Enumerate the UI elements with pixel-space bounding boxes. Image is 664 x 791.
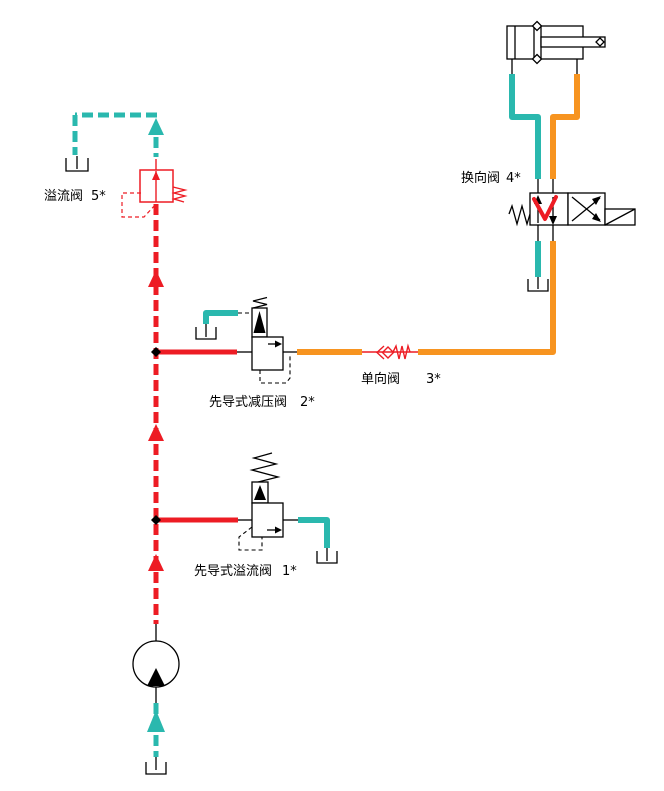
label-number: 1* bbox=[282, 564, 297, 579]
piston-rod bbox=[540, 36, 606, 48]
label-number: 3* bbox=[426, 372, 441, 387]
flow-arrow-icon bbox=[148, 270, 164, 287]
label-text: 先导式减压阀 bbox=[209, 395, 288, 410]
pilot-passage-dashed bbox=[259, 354, 291, 384]
port-marker bbox=[531, 53, 543, 65]
label-reducing-valve-2: 先导式减压阀 2* bbox=[209, 391, 315, 410]
tank-symbol bbox=[316, 548, 338, 564]
relief-valve-1[interactable] bbox=[238, 452, 284, 551]
valve-spring-icon bbox=[392, 343, 411, 360]
junction-dot bbox=[151, 515, 161, 525]
directional-valve-port-stubs bbox=[537, 179, 554, 241]
pilot-passage-dashed bbox=[238, 526, 263, 551]
flow-arrow-icon bbox=[148, 554, 164, 571]
tank-symbol bbox=[195, 324, 217, 340]
check-mark-annotation bbox=[532, 195, 558, 221]
relief-valve5-outlet-line bbox=[72, 112, 164, 157]
junction-dot bbox=[151, 347, 161, 357]
tank-symbol bbox=[527, 277, 549, 292]
label-number: 5* bbox=[91, 189, 106, 204]
flow-arrow-icon bbox=[152, 171, 160, 180]
cylinder-port-stubs bbox=[511, 59, 578, 75]
pump[interactable] bbox=[132, 640, 180, 688]
directional-valve-4[interactable] bbox=[508, 192, 636, 227]
valve-seat-icon bbox=[375, 345, 385, 360]
label-text: 先导式溢流阀 bbox=[194, 564, 273, 579]
label-number: 4* bbox=[506, 171, 521, 186]
label-text: 换向阀 bbox=[461, 171, 501, 186]
rod-end-marker bbox=[595, 37, 605, 47]
pilot-cone-icon bbox=[253, 311, 266, 333]
main-stage bbox=[251, 336, 284, 371]
valve1-return-line bbox=[298, 517, 330, 548]
hydraulic-cylinder[interactable] bbox=[506, 20, 606, 65]
cylinder-piston-side-line bbox=[550, 74, 580, 179]
valve-spring-icon bbox=[171, 186, 188, 203]
flow-arrow-icon bbox=[148, 424, 164, 441]
piston bbox=[533, 25, 542, 60]
pump-flow-arrow-icon bbox=[147, 668, 165, 686]
main-stage bbox=[251, 502, 284, 538]
reducing-valve-2[interactable] bbox=[251, 296, 291, 384]
label-relief-valve-1: 先导式溢流阀 1* bbox=[194, 560, 297, 579]
flow-arrow-icon bbox=[147, 710, 165, 732]
label-check-valve-3: 单向阀 3* bbox=[361, 368, 441, 387]
label-text: 溢流阀 bbox=[44, 189, 84, 204]
port-marker bbox=[531, 20, 543, 32]
pilot-spring-icon bbox=[252, 296, 268, 309]
poppet-icon bbox=[381, 346, 395, 359]
label-number: 2* bbox=[300, 395, 315, 410]
check-valve-3[interactable] bbox=[375, 343, 411, 360]
pilot-spring-icon bbox=[249, 452, 281, 484]
valve-spring-icon bbox=[508, 203, 531, 227]
reduced-pressure-line-right bbox=[418, 241, 556, 355]
tank-symbol bbox=[145, 762, 167, 775]
valve2-drain-line bbox=[203, 310, 238, 324]
cylinder-rod-side-line bbox=[509, 74, 541, 179]
relief-valve-5[interactable] bbox=[121, 169, 188, 218]
tank-symbol bbox=[65, 156, 89, 172]
label-relief-valve-5: 溢流阀 5* bbox=[44, 185, 106, 204]
flow-arrow-icon bbox=[275, 340, 282, 348]
flow-arrow-icon bbox=[148, 118, 164, 135]
label-text: 单向阀 bbox=[361, 372, 401, 387]
label-directional-valve-4: 换向阀 4* bbox=[461, 167, 521, 186]
flow-arrow-icon bbox=[275, 526, 282, 534]
pilot-cone-icon bbox=[254, 485, 266, 500]
pilot-passage-dashed bbox=[121, 192, 157, 218]
